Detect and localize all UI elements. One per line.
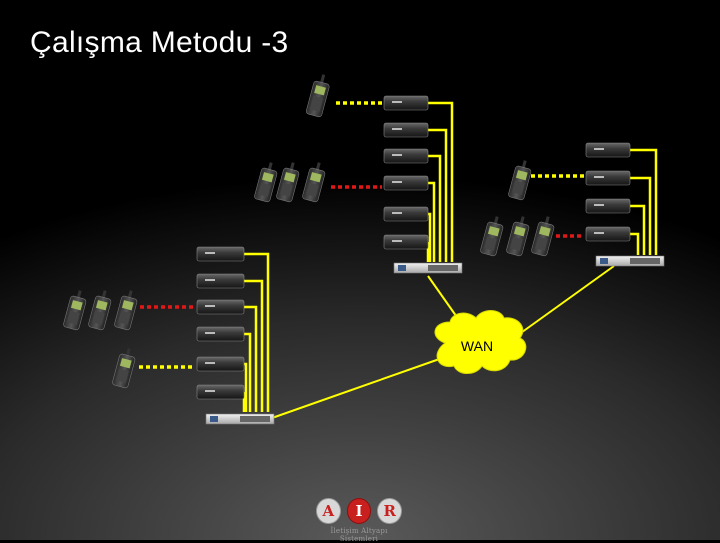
phone-icon [63, 290, 87, 331]
phone-icon [508, 160, 532, 201]
network-switch [393, 262, 463, 274]
phone-icon [531, 216, 555, 257]
phone-icon [305, 74, 330, 118]
voip-gateway [383, 234, 429, 250]
phone-icon [276, 162, 300, 203]
voip-gateway [585, 142, 631, 158]
voip-gateway [196, 356, 245, 372]
logo-tagline: İletişim Altyapı Sistemleri [330, 527, 388, 543]
phone-icon [480, 216, 504, 257]
voip-gateway [383, 148, 429, 164]
mobile-phones [63, 74, 555, 389]
voip-gateway [196, 326, 245, 342]
logo-letter-i: I [346, 498, 372, 524]
logo-letter-a: A [316, 498, 341, 524]
voip-gateway [383, 175, 429, 191]
phone-icon [254, 162, 278, 203]
wan-label: WAN [461, 338, 493, 354]
logo-letter-r: R [377, 498, 403, 524]
voip-gateway [196, 273, 245, 289]
voip-gateway [585, 170, 631, 186]
voip-gateway [196, 384, 245, 400]
cluster-top-center [331, 95, 463, 274]
phone-icon [88, 290, 112, 331]
page-title: Çalışma Metodu -3 [30, 26, 289, 59]
voip-gateway [196, 299, 245, 315]
network-switch [595, 255, 665, 267]
voip-gateway [585, 198, 631, 214]
phone-icon [302, 162, 326, 203]
air-logo: A I R İletişim Altyapı Sistemleri [316, 498, 403, 543]
network-switch [205, 413, 275, 425]
cluster-left [139, 246, 275, 425]
wan-cloud: WAN [434, 310, 527, 374]
voip-gateway [383, 95, 429, 111]
phone-icon [112, 348, 136, 389]
voip-gateway [196, 246, 245, 262]
voip-gateway [383, 206, 429, 222]
cluster-right [531, 142, 665, 267]
phone-icon [114, 290, 138, 331]
voip-gateway [383, 122, 429, 138]
phone-icon [506, 216, 530, 257]
voip-gateway [585, 226, 631, 242]
